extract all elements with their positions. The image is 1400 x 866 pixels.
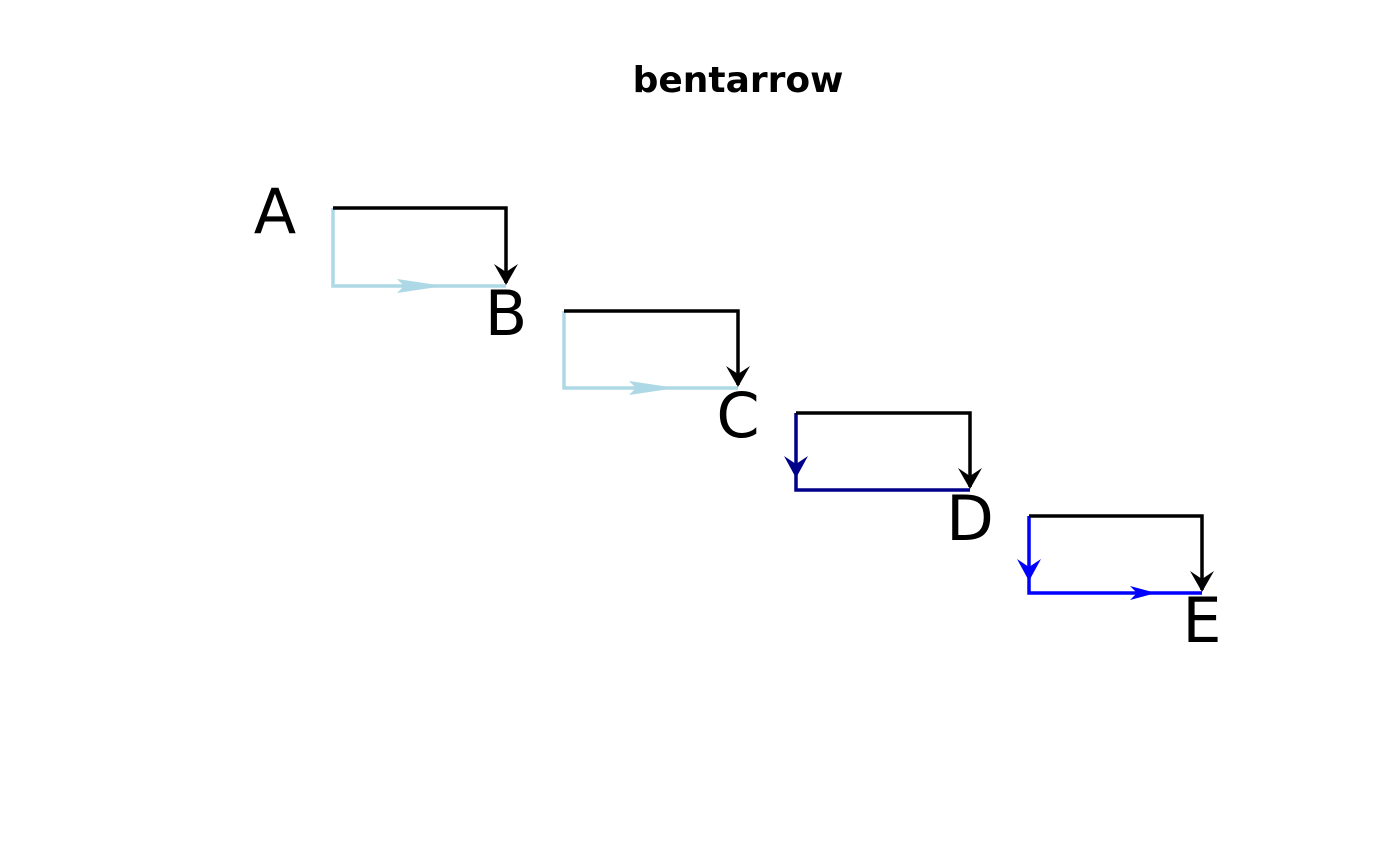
blue-vertical-arrowhead-d-e (1017, 559, 1041, 581)
black-path-a-b (333, 206, 508, 283)
black-arrowhead-c-d (958, 468, 982, 489)
black-path-c-d (796, 411, 972, 487)
lightblue-arrowhead-b-c (629, 381, 676, 395)
node-label-c: C (716, 379, 759, 452)
bent-arrow-d-e (1017, 514, 1214, 600)
colored-path-a-b (331, 208, 506, 288)
diagram-title: bentarrow (633, 60, 844, 101)
colored-path-c-d (794, 413, 970, 492)
node-label-b: B (485, 277, 528, 350)
black-path-b-c (564, 309, 740, 385)
lightblue-arrowhead-a-b (397, 279, 444, 293)
bent-arrow-c-d (784, 411, 982, 492)
black-arrowhead-a-b (494, 264, 518, 285)
node-label-e: E (1182, 584, 1221, 657)
node-label-d: D (946, 482, 994, 555)
node-label-a: A (254, 175, 296, 248)
bent-arrow-b-c (562, 309, 750, 395)
black-arrowhead-b-c (726, 366, 750, 387)
bent-arrow-a-b (331, 206, 518, 293)
colored-path-d-e (1027, 516, 1202, 595)
colored-path-b-c (562, 311, 738, 390)
darkblue-arrowhead-c-d (784, 456, 808, 478)
black-path-d-e (1029, 514, 1204, 590)
blue-horizontal-arrowhead-d-e (1130, 586, 1156, 600)
black-arrowhead-d-e (1190, 571, 1214, 592)
